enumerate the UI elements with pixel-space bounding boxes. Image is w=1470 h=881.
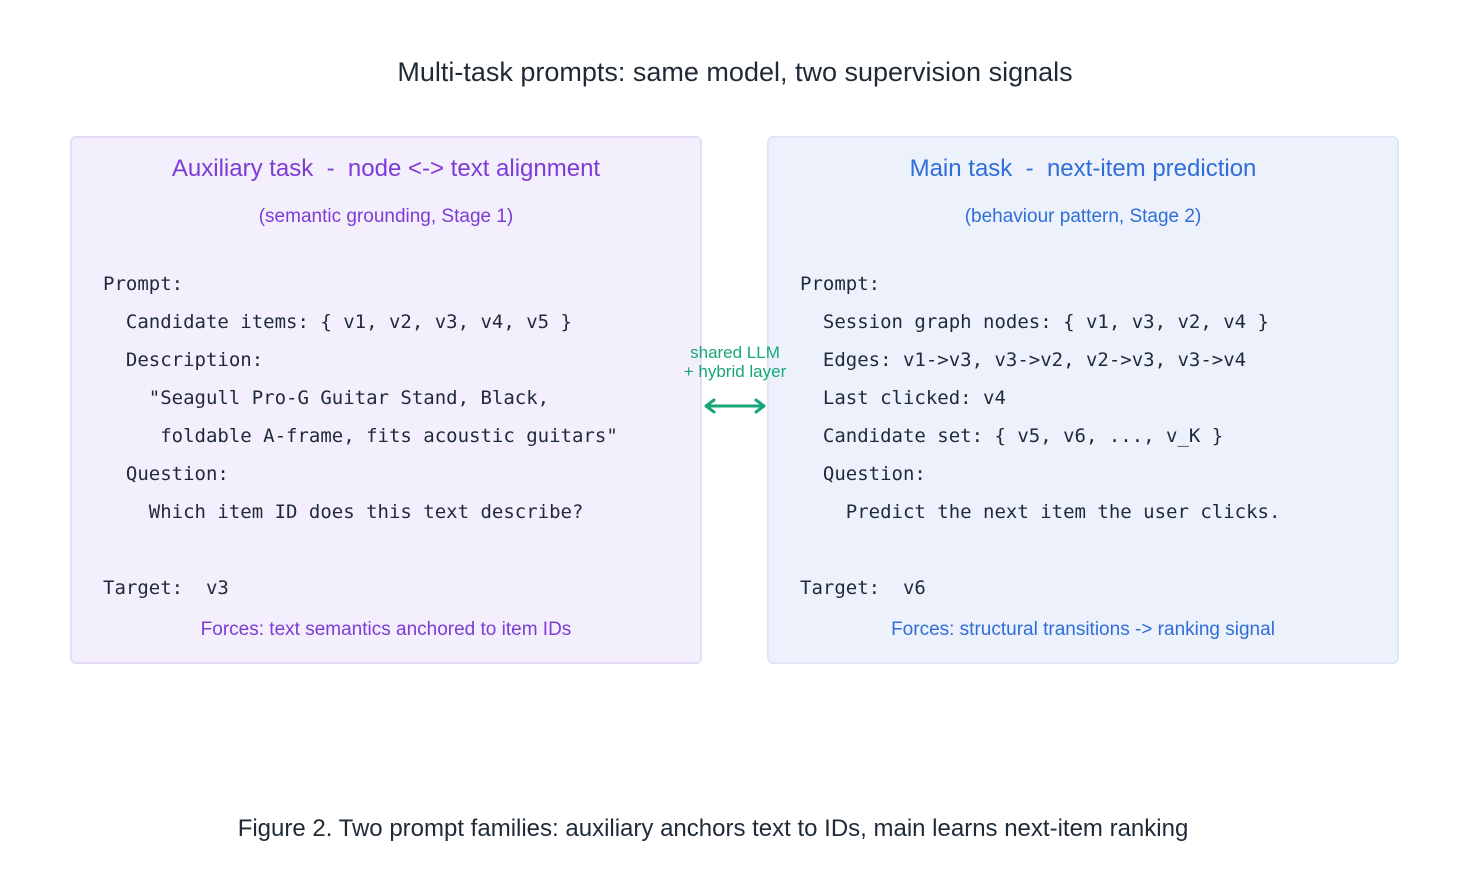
main-question-label: Question: <box>800 463 926 485</box>
main-question-text: Predict the next item the user clicks. <box>800 501 1281 523</box>
shared-llm-label: shared LLM <box>690 343 780 362</box>
aux-question-text: Which item ID does this text describe? <box>103 501 584 523</box>
aux-candidate-items: Candidate items: { v1, v2, v3, v4, v5 } <box>103 311 572 333</box>
auxiliary-task-panel: Auxiliary task - node <-> text alignment… <box>70 136 702 664</box>
main-session-graph-nodes: Session graph nodes: { v1, v3, v2, v4 } <box>800 311 1269 333</box>
aux-prompt-label: Prompt: <box>103 273 184 295</box>
aux-description-line-1: "Seagull Pro-G Guitar Stand, Black, <box>103 387 550 409</box>
main-candidate-set: Candidate set: { v5, v6, ..., v_K } <box>800 425 1224 447</box>
main-task-title: Main task - next-item prediction <box>909 155 1257 182</box>
main-task-subtitle: (behaviour pattern, Stage 2) <box>964 206 1202 227</box>
auxiliary-task-subtitle: (semantic grounding, Stage 1) <box>258 206 514 227</box>
main-target: Target: v6 <box>800 577 926 599</box>
aux-target: Target: v3 <box>103 577 229 599</box>
bidirectional-arrow-icon <box>704 398 766 414</box>
main-prompt-label: Prompt: <box>800 273 881 295</box>
main-last-clicked: Last clicked: v4 <box>800 387 1006 409</box>
main-task-panel: Main task - next-item prediction (behavi… <box>767 136 1399 664</box>
figure-caption: Figure 2. Two prompt families: auxiliary… <box>237 815 1189 842</box>
aux-description-line-2: foldable A-frame, fits acoustic guitars" <box>103 425 618 447</box>
aux-question-label: Question: <box>103 463 229 485</box>
auxiliary-task-footer: Forces: text semantics anchored to item … <box>200 619 572 640</box>
hybrid-layer-label: + hybrid layer <box>683 362 787 381</box>
shared-model-label: shared LLM + hybrid layer <box>670 343 800 381</box>
main-task-footer: Forces: structural transitions -> rankin… <box>891 619 1275 640</box>
auxiliary-task-title: Auxiliary task - node <-> text alignment <box>171 155 601 182</box>
aux-description-label: Description: <box>103 349 264 371</box>
main-edges: Edges: v1->v3, v3->v2, v2->v3, v3->v4 <box>800 349 1247 371</box>
diagram-title: Multi-task prompts: same model, two supe… <box>397 57 1073 87</box>
